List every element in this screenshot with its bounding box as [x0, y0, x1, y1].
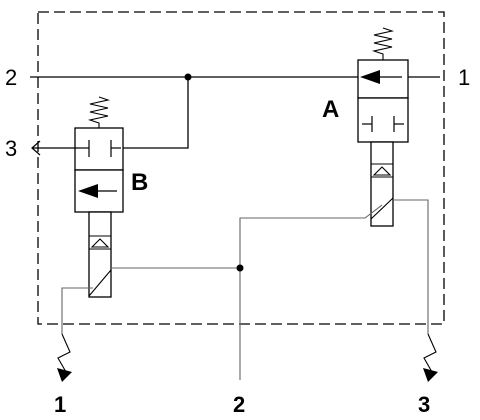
valve-b-actuator — [88, 211, 112, 298]
valve-a-lower-box — [357, 97, 409, 143]
wire-valve-b-to-1 — [61, 287, 93, 334]
lightning-icon — [57, 333, 72, 382]
valve-a-upper-box — [357, 59, 409, 99]
port-label-bottom-left: 1 — [54, 392, 66, 417]
valve-b-label: B — [131, 169, 148, 196]
lightning-icon — [423, 333, 438, 382]
wire-valve-a-to-2 — [239, 204, 383, 380]
valve-a-label: A — [322, 96, 339, 123]
valve-a — [357, 27, 409, 227]
port-label-left-exhaust: 3 — [5, 136, 17, 161]
port-label-left-top: 2 — [5, 65, 17, 90]
valve-b-flow-arrow — [78, 184, 98, 198]
junction-bottom — [236, 264, 244, 272]
enclosure-boundary — [37, 11, 445, 325]
port-label-bottom-mid: 2 — [233, 392, 245, 417]
valve-b-upper-box — [74, 127, 124, 171]
wire-valve-a-to-3 — [393, 199, 429, 334]
exhaust-symbol — [31, 140, 41, 156]
valve-b — [74, 96, 124, 298]
valve-a-flow-arrow — [360, 70, 380, 84]
valve-a-spring — [371, 27, 395, 60]
valve-b-spring — [87, 96, 111, 128]
valve-a-actuator — [370, 141, 394, 227]
branch-to-valve-b — [122, 77, 189, 149]
port-label-bottom-right: 3 — [418, 392, 430, 417]
port-label-right-inlet: 1 — [458, 65, 470, 90]
